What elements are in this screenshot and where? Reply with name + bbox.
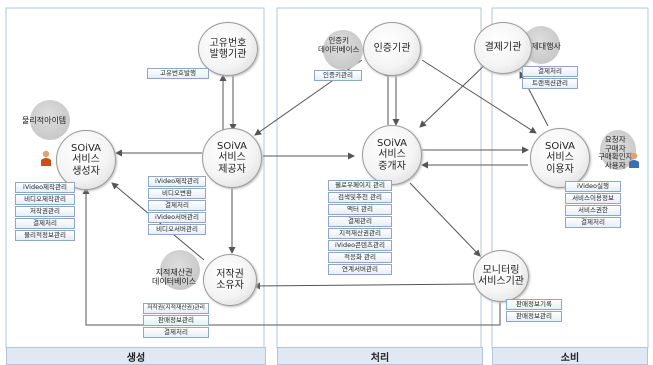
provider-l1: SOiVA <box>216 140 248 152</box>
generator-fn-4: 결제처리 <box>15 218 75 229</box>
provider-fn-1: iVideo제작관리 <box>148 176 206 187</box>
auth-key-db-node <box>323 30 363 70</box>
node-service-generator: SOiVA 서비스 생성자 <box>56 130 116 190</box>
provider-fn-3: 결제처리 <box>148 200 206 211</box>
broker-functions: 웰로우페이지 관리 검색및추천 관리 액터 관리 결제관리 지적재산권관리 iV… <box>328 180 392 275</box>
uid-l2: 발행기관 <box>209 49 247 60</box>
user-functions: iVideo실행 서비스이용정보 서비스권한 결제처리 <box>565 181 621 228</box>
generator-l3: 생성자 <box>72 165 100 177</box>
provider-functions: iVideo제작관리 비디오변환 결제처리 iVideo서버관리 비디오서버관리 <box>148 176 206 235</box>
broker-fn-4: 결제관리 <box>328 216 392 227</box>
arrow-monitoring-copyright <box>253 282 476 290</box>
copyright-fn-2: 판매정보관리 <box>143 315 209 326</box>
broker-fn-6: iVideo콘텐츠관리 <box>328 240 392 251</box>
copyright-functions: 저작권(지적재산권)관리 판매정보관리 결제처리 <box>143 303 209 338</box>
user-l1: SOiVA <box>544 140 576 152</box>
arrow-broker-monitoring <box>409 182 481 257</box>
lane-label-generation: 생성 <box>6 347 266 365</box>
node-auth-agency: 인증기관 <box>363 22 421 76</box>
broker-fn-1: 웰로우페이지 관리 <box>328 180 392 191</box>
ip-db-line2: 데이터베이스 <box>152 277 197 287</box>
requester-line4: 사용자 <box>604 160 626 170</box>
payment-agent-label: 결제대행사 <box>524 42 561 51</box>
node-service-provider: SOiVA 서비스 제공자 <box>202 128 262 188</box>
arrow-payment-broker <box>419 59 491 128</box>
monitoring-l2: 서비스기관 <box>478 276 524 287</box>
monitoring-fn-2: 판매정보관리 <box>506 311 562 322</box>
generator-functions: iVideo제작관리 비디오제작관리 저작권관리 결제처리 물리적정보관리 <box>15 182 75 241</box>
broker-fn-3: 액터 관리 <box>328 204 392 215</box>
node-monitoring-agency: 모니터링 서비스기관 <box>473 250 529 302</box>
auth-db-label: 인증키 데이터베이스 <box>318 36 360 54</box>
ip-db-label: 지적재산권 데이터베이스 <box>152 268 196 286</box>
user-fn-1: iVideo실행 <box>565 181 621 192</box>
provider-l3: 제공자 <box>218 163 246 175</box>
lane-label-processing: 처리 <box>277 347 483 365</box>
payment-functions: 결제처리 트랜잭션관리 <box>522 66 578 89</box>
copyright-fn-3: 결제처리 <box>143 327 209 338</box>
broker-fn-2: 검색및추천 관리 <box>328 192 392 203</box>
node-service-user: SOiVA 서비스 이용자 <box>530 128 590 188</box>
generator-l2: 서비스 <box>72 154 100 166</box>
user-l2: 서비스 <box>546 152 574 164</box>
broker-fn-8: 연계서버관리 <box>328 264 392 275</box>
monitoring-functions: 판매정보기록 판매정보관리 <box>506 299 562 322</box>
auth-l1: 인증기관 <box>373 43 411 55</box>
auth-db-line1: 인증키 <box>328 36 350 45</box>
person-icon-user <box>629 152 639 168</box>
user-fn-3: 서비스권한 <box>565 205 621 216</box>
generator-fn-2: 비디오제작관리 <box>15 194 75 205</box>
requester-line2: 구매자 <box>604 143 626 153</box>
user-l3: 이용자 <box>546 163 574 175</box>
copyright-l2: 소유자 <box>216 280 244 291</box>
monitoring-l1: 모니터링 <box>482 264 520 276</box>
generator-fn-1: iVideo제작관리 <box>15 182 75 193</box>
provider-fn-4: iVideo서버관리 <box>148 212 206 223</box>
physical-item-node <box>30 100 70 140</box>
uid-fn-1: 고유번호발행 <box>147 68 209 79</box>
copyright-l1: 저작권 <box>216 268 244 280</box>
arrow-auth-user <box>421 59 537 134</box>
broker-fn-5: 지적재산권관리 <box>328 228 392 239</box>
requester-line3: 구매확인자 <box>598 152 633 162</box>
uid-l1: 고유번호 <box>209 37 247 49</box>
broker-l3: 중개자 <box>378 160 406 172</box>
broker-l2: 서비스 <box>378 149 406 161</box>
monitoring-fn-1: 판매정보기록 <box>506 299 562 310</box>
provider-l2: 서비스 <box>218 152 246 164</box>
user-fn-2: 서비스이용정보 <box>565 193 621 204</box>
requester-line1: 요청자 <box>604 135 626 144</box>
auth-fn-1: 인증키관리 <box>314 70 362 81</box>
auth-db-line2: 데이터베이스 <box>318 44 360 54</box>
auth-functions: 인증키관리 <box>314 70 362 81</box>
generator-fn-5: 물리적정보관리 <box>15 230 75 241</box>
node-uid-issuer: 고유번호 발행기관 <box>198 22 258 76</box>
broker-l1: SOiVA <box>376 137 408 149</box>
arrow-monitoring-generator <box>82 187 501 326</box>
provider-fn-5: 비디오서버관리 <box>148 224 206 235</box>
payment-l1: 결제기관 <box>484 42 522 54</box>
ip-db-line1: 지적재산권 <box>155 268 193 277</box>
ip-db-node <box>160 250 200 290</box>
uid-functions: 고유번호발행 <box>147 68 209 79</box>
payment-fn-1: 결제처리 <box>522 66 578 77</box>
node-payment-agency: 결제기관 <box>474 22 532 74</box>
node-service-broker: SOiVA 서비스 중개자 <box>362 125 422 185</box>
generator-fn-3: 저작권관리 <box>15 206 75 217</box>
user-fn-4: 결제처리 <box>565 217 621 228</box>
copyright-fn-1: 저작권(지적재산권)관리 <box>143 303 209 314</box>
broker-fn-7: 적응화 관리 <box>328 252 392 263</box>
provider-fn-2: 비디오변환 <box>148 188 206 199</box>
node-copyright-owner: 저작권 소유자 <box>203 254 257 306</box>
lane-label-consumption: 소비 <box>492 347 648 365</box>
physical-item-label: 물리적아이템 <box>22 116 67 125</box>
requester-label: 요청자 구매자 구매확인자 사용자 <box>598 135 633 171</box>
generator-l1: SOiVA <box>70 142 102 154</box>
person-icon-generator <box>41 150 51 166</box>
payment-fn-2: 트랜잭션관리 <box>522 78 578 89</box>
